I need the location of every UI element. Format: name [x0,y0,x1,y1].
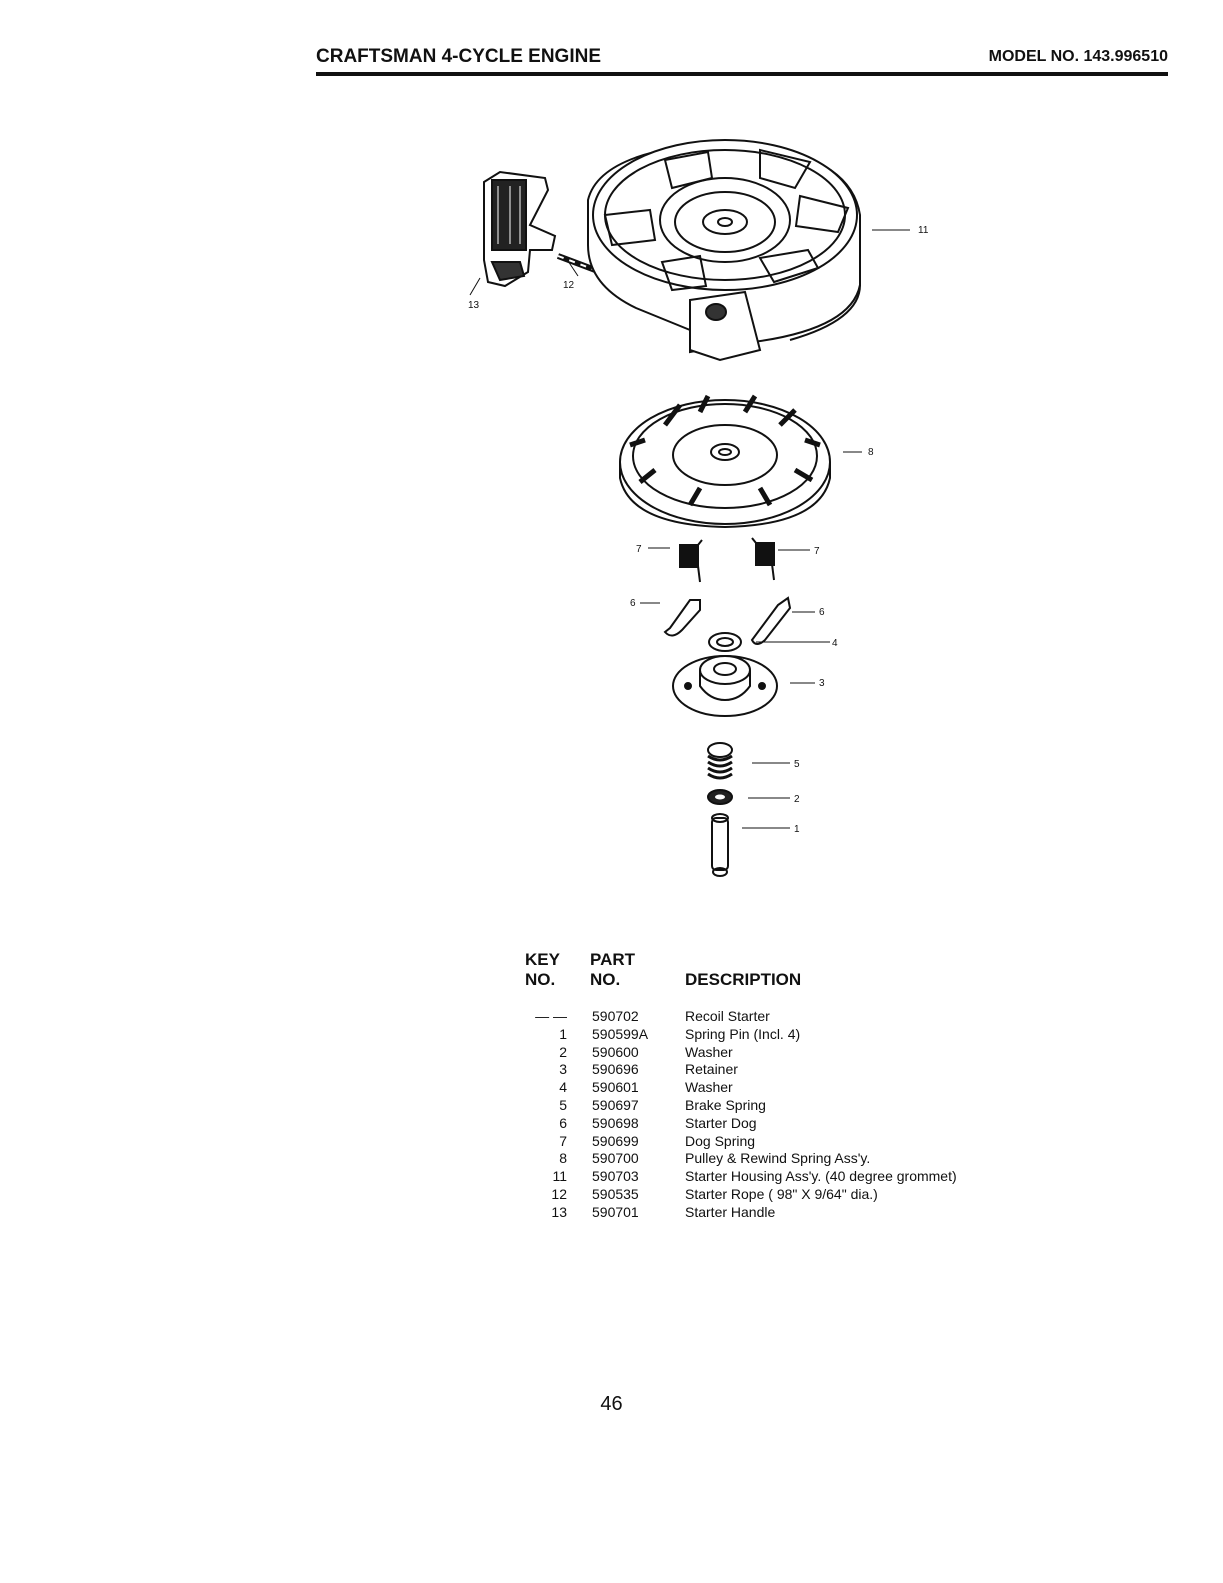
description-header: DESCRIPTION [685,970,802,989]
page-header: CRAFTSMAN 4-CYCLE ENGINE MODEL NO. 143.9… [316,44,1168,76]
washer-2-illustration [707,789,733,805]
washer-4-illustration [708,632,742,652]
starter-handle-illustration [483,170,557,288]
callout-12: 12 [563,280,575,291]
callout-2: 2 [794,794,800,805]
pulley-illustration [619,394,831,529]
callout-13: 13 [468,300,480,311]
model-number: MODEL NO. 143.996510 [988,48,1168,65]
callout-6-left: 6 [630,598,636,609]
callout-7-right: 7 [814,546,820,557]
spring-pin-illustration [711,813,729,877]
starter-housing-illustration [587,139,861,362]
callout-7-left: 7 [636,544,642,555]
dog-spring-illustrations [679,537,775,583]
callout-4: 4 [832,638,838,649]
callout-1: 1 [794,824,800,835]
starter-dog-illustrations [663,596,792,645]
key-no-header: KEY NO. [525,950,560,989]
callout-6-right: 6 [819,607,825,618]
callout-5: 5 [794,759,800,770]
callout-8: 8 [868,447,874,458]
part-no-header: PART NO. [590,950,636,989]
engine-title: CRAFTSMAN 4-CYCLE ENGINE [316,46,602,67]
callout-11: 11 [918,225,929,236]
callout-3: 3 [819,678,825,689]
brake-spring-illustration [707,742,733,780]
page-number: 46 [600,1393,623,1415]
exploded-parts-diagram: 11 12 13 8 7 7 6 6 4 3 5 2 1 [468,139,929,877]
retainer-illustration [672,655,778,717]
